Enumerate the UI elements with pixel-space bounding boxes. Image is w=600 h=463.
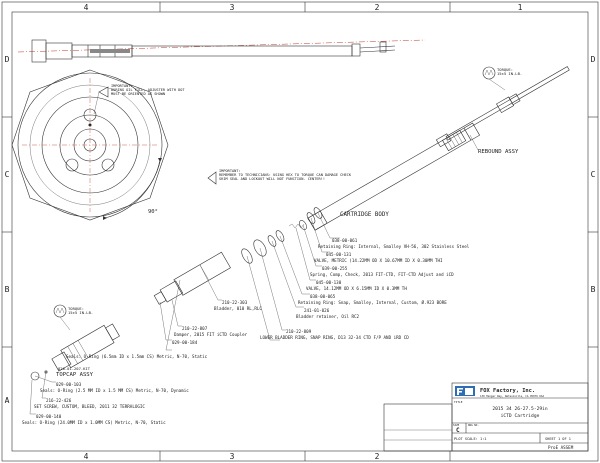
row-label-a: A (5, 396, 10, 405)
callout-desc-210-22-807: Damper, 2015 FIT iCTD Coupler (174, 332, 248, 337)
callout-part-241-01-026: 241-01-026 (304, 308, 330, 313)
callout-part-210-22-303: 210-22-303 (222, 300, 248, 305)
note-important-fill: IMPORTANT: DURING OIL FILL, ADJUSTER WIT… (93, 84, 185, 115)
row-label-c-right: C (591, 170, 596, 179)
torque-bottom-line-2: 15±5 IN.LB. (68, 310, 93, 315)
callout-part-029-00-103: 029-00-103 (56, 382, 82, 387)
row-label-d-right: D (591, 55, 596, 64)
row-label-b-right: B (591, 285, 596, 294)
callout-part-039-00-255: 039-00-255 (322, 266, 348, 271)
callout-desc-029-00-103: Seals: O-Ring (2.5 MM ID x 1.5 MM CS) Me… (40, 388, 189, 393)
callout-part-045-00-130: 045-00-130 (316, 280, 342, 285)
title-line-2: iCTD Cartridge (501, 413, 540, 419)
col-label-3-bottom: 3 (230, 452, 235, 461)
dwg-no-label: DWG NO. (468, 423, 479, 427)
topcap-assy-label: TOPCAP ASSY (56, 372, 94, 378)
sheet-number: SHEET 1 OF 1 (545, 437, 571, 441)
callout-part-038-00-065: 038-00-065 (310, 294, 336, 299)
callout-desc-210-22-809: LOWER BLADDER RING, SNAP RING, D13 32-34… (260, 335, 409, 340)
title-block (383, 382, 589, 452)
callout-desc-039-00-255: Spring, Comp, Check, 2013 FIT-CTD, FIT-C… (310, 272, 454, 277)
footer-label: ProE ASSEM (548, 445, 574, 450)
small-parts-chain (241, 207, 323, 264)
row-label-b: B (5, 285, 10, 294)
cartridge-body-label: CARTRIDGE BODY (340, 212, 389, 218)
callout-part-210-22-809: 210-22-809 (286, 329, 312, 334)
callout-part-029-00-184: 029-00-184 (172, 340, 198, 345)
torque-top-line-2: 15±5 IN.LB. (497, 71, 522, 76)
note-remind-line-2: REMEMBER TO TECHNICIANS: USING HEX TO TO… (219, 173, 352, 177)
callout-desc-038-00-065: Retaining Ring: Snap, Smalley, Internal,… (298, 300, 447, 305)
torque-top-line-1: TORQUE: (497, 67, 513, 72)
callout-desc-045-00-130: VALVE, 14.12MM OD X 6.15MM ID X 0.3MM TH (306, 286, 407, 291)
title-line-1: 2015 34 26-27.5-29in (492, 406, 548, 412)
rebound-assy-label: REBOUND ASSY (478, 149, 519, 155)
col-label-1: 1 (518, 3, 523, 12)
torque-bottom-line-1: TORQUE: (68, 306, 84, 311)
callout-desc-029-00-140: Seals: O-Ring (24.0MM ID x 1.0MM CS) Met… (22, 420, 166, 425)
callout-part-216-22-426: 216-22-426 (46, 398, 72, 403)
col-label-4: 4 (84, 3, 89, 12)
note-fill-line-3: MUST BE ORIENTED AS SHOWN (111, 92, 165, 96)
size-label: SIZE (453, 423, 460, 427)
callout-desc-241-01-026: Bladder retainer, Oil RC2 (296, 314, 360, 319)
torque-note-bottom: TORQUE: 15±5 IN.LB. (53, 304, 93, 331)
title-label: TITLE (454, 400, 463, 404)
topcap-assembly (30, 323, 120, 381)
rebound-assembly (435, 66, 570, 152)
callout-desc-038-00-061: Retaining Ring: Internal, Smalley VH-56,… (318, 244, 470, 249)
note-fill-line-2: DURING OIL FILL, ADJUSTER WITH DOT (111, 88, 185, 92)
note-important-remind: IMPORTANT: REMEMBER TO TECHNICIANS: USIN… (207, 169, 352, 185)
callout-part-045-00-131: 045-00-131 (326, 252, 352, 257)
cartridge-body (307, 122, 481, 231)
callout-part-038-00-061: 038-00-061 (332, 238, 358, 243)
note-remind-line-3: SHIM SEAL AND LOCKOUT WILL NOT FUNCTION.… (219, 177, 325, 181)
size-value: C (456, 427, 460, 434)
note-fill-line-1: IMPORTANT: (111, 84, 133, 88)
note-remind-line-1: IMPORTANT: (219, 169, 241, 173)
callout-desc-045-00-131: VALVE, METRIC (14.22MM OD X 10.67MM ID X… (314, 258, 443, 263)
callout-desc-210-22-303: Bladder, 010 RL,RLC (214, 306, 262, 311)
row-label-d: D (5, 55, 10, 64)
fox-logo (455, 386, 475, 396)
topcap-end-view (11, 69, 169, 221)
company-name: FOX Factory, Inc. (480, 388, 535, 394)
col-label-2-bottom: 2 (375, 452, 380, 461)
topcap-part-label: 820-01-207-KIT (58, 366, 91, 371)
leader-lines (29, 212, 340, 415)
company-address: 130 Hangar Way, Watsonville, CA 95076 US… (480, 394, 544, 398)
callout-part-210-22-807: 210-22-807 (182, 326, 208, 331)
plot-scale: PLOT SCALE: 1:1 (454, 437, 486, 441)
col-label-4-bottom: 4 (84, 452, 89, 461)
inner-border (11, 11, 589, 452)
col-label-3: 3 (230, 3, 235, 12)
col-label-2: 2 (375, 3, 380, 12)
row-label-c: C (5, 170, 10, 179)
callout-desc-029-00-184: Seals: O-Ring (6.5mm ID x 1.5mm CS) Metr… (66, 354, 208, 359)
callout-part-029-00-140: 029-00-140 (36, 414, 62, 419)
cartridge-section-view (17, 39, 426, 63)
bladder-damper (153, 251, 231, 305)
angle-label: 90° (148, 209, 158, 215)
torque-note-top: TORQUE: 15±5 IN.LB. (482, 66, 522, 91)
callout-desc-216-22-426: SET SCREW, CUSTOM, BLEED, 2011 32 TERRAL… (34, 404, 145, 409)
